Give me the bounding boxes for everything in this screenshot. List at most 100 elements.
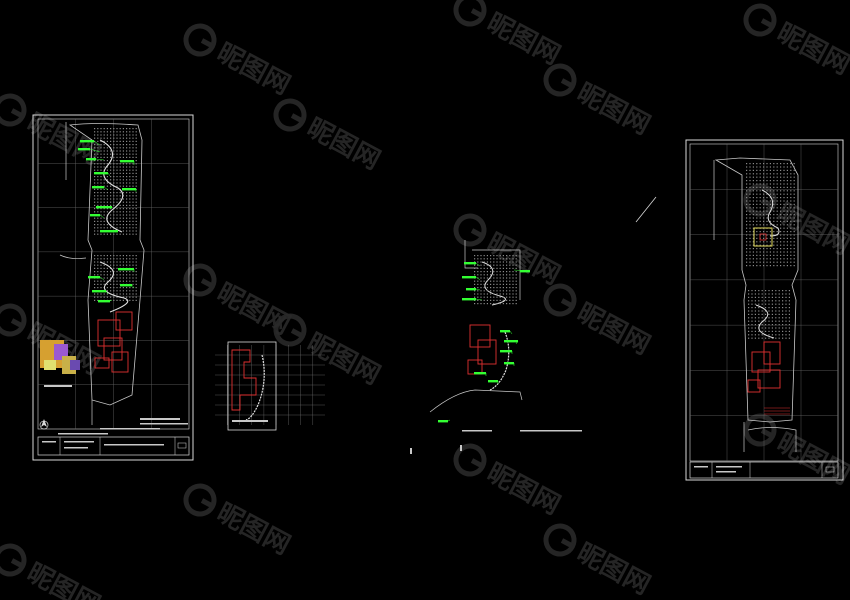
hatch-dot — [97, 166, 99, 168]
hatch-dot — [110, 176, 112, 178]
hatch-dot — [768, 300, 770, 302]
hatch-dot — [110, 224, 112, 226]
nipic-g-logo-icon — [0, 303, 27, 337]
hatch-dot — [474, 255, 476, 257]
hatch-dot — [776, 220, 778, 222]
hatch-dot — [775, 300, 777, 302]
watermark-ring — [743, 183, 777, 217]
hatch-dot — [480, 283, 482, 285]
hatch-dot — [486, 287, 488, 289]
hatch-dot — [119, 163, 121, 165]
watermark-bar — [10, 558, 24, 569]
hatch-dot — [486, 283, 488, 285]
hatch-dot — [483, 280, 485, 282]
hatch-dot — [751, 337, 753, 339]
hatch-dot — [480, 287, 482, 289]
hatch-dot — [761, 324, 763, 326]
hatch-dot — [754, 320, 756, 322]
hatch-dot — [119, 220, 121, 222]
hatch-dot — [790, 176, 792, 178]
hatch-dot — [769, 186, 771, 188]
hatch-dot — [775, 310, 777, 312]
hatch-dot — [785, 334, 787, 336]
hatch-dot — [100, 131, 102, 133]
hatch-dot — [122, 128, 124, 130]
hatch-dot — [776, 180, 778, 182]
hatch-dot — [100, 217, 102, 219]
hatch-dot — [775, 330, 777, 332]
hatch-dot — [515, 293, 517, 295]
hatch-dot — [113, 283, 115, 285]
hatch-dot — [766, 180, 768, 182]
hatch-dot — [786, 217, 788, 219]
hatch-dot — [790, 251, 792, 253]
hatch-dot — [785, 300, 787, 302]
hatch-dot — [493, 277, 495, 279]
hatch-dot — [756, 265, 758, 267]
hatch-dot — [768, 317, 770, 319]
watermark-bar — [560, 298, 574, 309]
hatch-dot — [746, 220, 748, 222]
watermark: 昵图网 — [183, 483, 295, 561]
hatch-dot — [135, 290, 137, 292]
hatch-dot — [793, 166, 795, 168]
hatch-dot — [477, 299, 479, 301]
hatch-dot — [129, 217, 131, 219]
hatch-dot — [94, 287, 96, 289]
hatch-dot — [496, 267, 498, 269]
hatch-dot — [113, 201, 115, 203]
hatch-dot — [116, 227, 118, 229]
building-block — [477, 339, 497, 365]
hatch-dot — [106, 192, 108, 194]
hatch-dot — [119, 233, 121, 235]
hatch-dot — [763, 261, 765, 263]
hatch-dot — [783, 163, 785, 165]
hatch-dot — [776, 186, 778, 188]
hatch-dot — [97, 182, 99, 184]
hatch-dot — [778, 313, 780, 315]
hatch-dot — [100, 211, 102, 213]
hatch-dot — [113, 163, 115, 165]
hatch-dot — [776, 261, 778, 263]
hatch-dot — [759, 261, 761, 263]
hatch-dot — [493, 280, 495, 282]
hatch-dot — [490, 287, 492, 289]
hatch-dot — [780, 220, 782, 222]
hatch-dot — [132, 217, 134, 219]
hatch-dot — [754, 324, 756, 326]
hatch-dot — [106, 277, 108, 279]
hatch-dot — [119, 208, 121, 210]
hatch-dot — [132, 214, 134, 216]
hatch-dot — [768, 330, 770, 332]
hatch-dot — [94, 195, 96, 197]
hatch-dot — [97, 233, 99, 235]
hatch-dot — [97, 280, 99, 282]
hatch-dot — [763, 207, 765, 209]
hatch-dot — [122, 182, 124, 184]
hatch-dot — [763, 241, 765, 243]
hatch-dot — [135, 201, 137, 203]
hatch-dot — [106, 140, 108, 142]
nipic-g-logo-icon — [273, 313, 307, 347]
hatch-dot — [493, 293, 495, 295]
hatch-dot — [773, 197, 775, 199]
hatch-dot — [783, 186, 785, 188]
hatch-dot — [113, 287, 115, 289]
hatch-dot — [480, 274, 482, 276]
hatch-dot — [119, 182, 121, 184]
hatch-dot — [103, 255, 105, 257]
hatch-dot — [752, 193, 754, 195]
hatch-dot — [771, 310, 773, 312]
hatch-dot — [763, 173, 765, 175]
hatch-dot — [793, 200, 795, 202]
hatch-dot — [135, 208, 137, 210]
hatch-dot — [126, 128, 128, 130]
hatch-dot — [100, 160, 102, 162]
hatch-dot — [783, 251, 785, 253]
hatch-dot — [116, 293, 118, 295]
hatch-dot — [100, 166, 102, 168]
hatch-dot — [506, 283, 508, 285]
hatch-dot — [763, 237, 765, 239]
hatch-dot — [135, 156, 137, 158]
garden-bed-hatch — [94, 128, 137, 301]
